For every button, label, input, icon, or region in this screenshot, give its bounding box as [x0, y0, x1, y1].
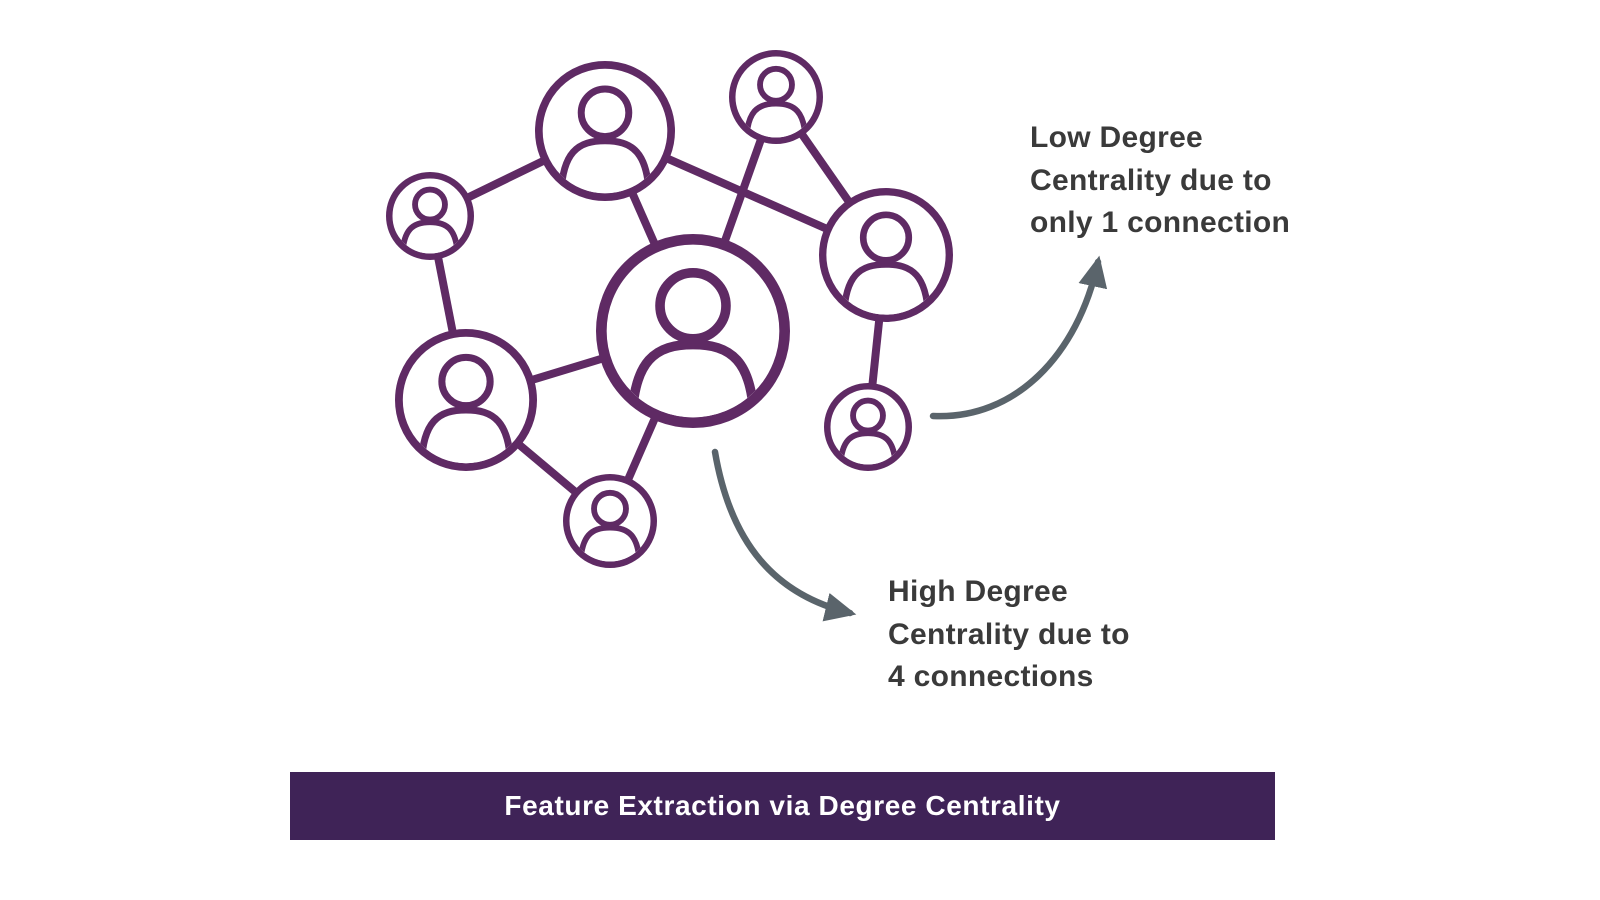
person-node-top	[534, 60, 675, 202]
person-icon	[840, 211, 932, 315]
person-head	[412, 186, 448, 223]
person-node-bottom-left	[394, 328, 538, 472]
person-head	[655, 267, 731, 344]
person-icon	[837, 397, 899, 465]
person-node-center	[596, 233, 791, 428]
person-head	[591, 489, 629, 528]
person-icon	[557, 85, 653, 194]
person-node-top-right-small	[729, 50, 823, 144]
annotation-high-line-2: Centrality due to	[888, 617, 1130, 651]
person-node-bottom-small	[563, 474, 657, 568]
caption-text: Feature Extraction via Degree Centrality	[504, 790, 1061, 821]
person-icon	[627, 267, 759, 418]
high-degree-arrow	[711, 448, 857, 622]
person-node-left-small	[386, 172, 474, 260]
person-node-right-medium	[818, 187, 953, 322]
annotation-high-line-3: 4 connections	[888, 660, 1094, 694]
person-head	[757, 65, 795, 104]
person-shoulders	[627, 339, 759, 418]
person-shoulders	[417, 406, 515, 464]
person-head	[859, 211, 913, 264]
person-icon	[399, 186, 461, 254]
caption-banner: Feature Extraction via Degree Centrality	[290, 772, 1275, 840]
person-head	[438, 353, 494, 410]
annotation-low-line-3: only 1 connection	[1030, 206, 1291, 240]
person-head	[850, 397, 886, 434]
person-node-right-small	[824, 383, 912, 471]
annotation-low-degree: Low Degree Centrality due to only 1 conn…	[1030, 117, 1290, 245]
annotation-low-line-2: Centrality due to	[1030, 163, 1272, 197]
low-degree-arrow	[929, 255, 1108, 420]
annotation-low-line-1: Low Degree	[1030, 121, 1204, 154]
person-head	[577, 85, 633, 141]
annotation-high-line-1: High Degree	[888, 575, 1069, 608]
person-shoulders	[840, 261, 932, 315]
person-icon	[577, 489, 643, 562]
person-icon	[417, 353, 515, 464]
annotation-high-degree: High Degree Centrality due to 4 connecti…	[888, 571, 1130, 699]
person-shoulders	[557, 137, 653, 194]
